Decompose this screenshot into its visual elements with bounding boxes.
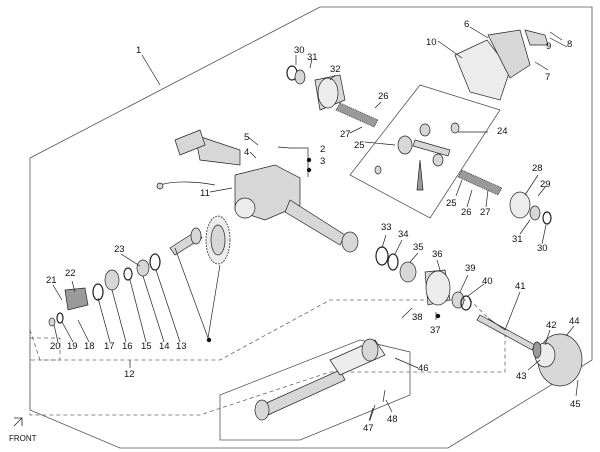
callout-labels: 1 2 3 4 5 6 7 8 9 10 11 12 13 14 15 16 1… <box>46 19 581 434</box>
callout-30b: 30 <box>537 243 548 254</box>
callout-30a: 30 <box>294 45 305 56</box>
callout-25b: 25 <box>446 198 457 209</box>
callout-2: 2 <box>320 144 325 155</box>
callout-33: 33 <box>381 222 392 233</box>
callout-16: 16 <box>122 341 133 352</box>
callout-20: 20 <box>50 341 61 352</box>
differential-case-right <box>457 169 552 225</box>
callout-47: 47 <box>363 423 374 434</box>
axle-housing <box>156 129 359 253</box>
propeller-shaft <box>254 338 386 421</box>
frame-main <box>29 6 593 449</box>
callout-43: 43 <box>516 371 527 382</box>
marker-dots <box>206 157 441 343</box>
callout-34: 34 <box>398 229 409 240</box>
callout-29: 29 <box>540 179 551 190</box>
callout-36: 36 <box>432 249 443 260</box>
frame-differential-subassembly <box>349 84 501 219</box>
callout-31a: 31 <box>307 52 318 63</box>
callout-12: 12 <box>124 369 135 380</box>
callout-11: 11 <box>200 188 210 199</box>
callout-48: 48 <box>387 414 398 425</box>
callout-24: 24 <box>497 126 508 137</box>
callout-23: 23 <box>114 244 125 255</box>
callout-26a: 26 <box>378 91 389 102</box>
callout-42: 42 <box>546 320 557 331</box>
callout-1: 1 <box>136 45 141 56</box>
callout-9: 9 <box>546 41 551 52</box>
callout-19: 19 <box>67 341 78 352</box>
callout-7: 7 <box>545 72 550 83</box>
front-label: FRONT <box>9 434 37 443</box>
callout-38: 38 <box>412 312 423 323</box>
leader-lines <box>52 26 579 422</box>
callout-22: 22 <box>65 268 76 279</box>
callout-18: 18 <box>84 341 95 352</box>
differential-gears <box>374 122 460 191</box>
callout-31b: 31 <box>512 234 523 245</box>
differential-cover <box>454 29 549 101</box>
ring-gear <box>205 215 231 265</box>
callout-3: 3 <box>320 156 325 167</box>
callout-32: 32 <box>330 64 341 75</box>
callout-14: 14 <box>159 341 170 352</box>
pinion-bearing-parts <box>48 253 161 327</box>
callout-8: 8 <box>567 39 572 50</box>
callout-4: 4 <box>244 147 249 158</box>
callout-6: 6 <box>464 19 469 30</box>
front-arrow-icon <box>13 417 23 427</box>
callout-17: 17 <box>104 341 115 352</box>
differential-case-upper <box>286 65 379 128</box>
callout-41: 41 <box>515 281 526 292</box>
callout-21: 21 <box>46 275 57 286</box>
callout-39: 39 <box>465 263 476 274</box>
callout-46: 46 <box>418 363 429 374</box>
callout-45: 45 <box>570 399 581 410</box>
callout-44: 44 <box>569 316 580 327</box>
callout-13: 13 <box>176 341 187 352</box>
callout-35: 35 <box>413 242 424 253</box>
hub-assembly <box>375 246 472 311</box>
frame-propshaft <box>219 339 411 441</box>
callout-26b: 26 <box>461 207 472 218</box>
callout-37: 37 <box>430 325 441 336</box>
callout-15: 15 <box>141 341 152 352</box>
pinion-shaft <box>169 227 203 256</box>
brake-drum <box>532 333 583 387</box>
callout-28: 28 <box>532 163 543 174</box>
half-shaft <box>476 314 536 351</box>
front-indicator: FRONT <box>9 417 37 443</box>
frame-bearing-group-dashed <box>29 299 506 416</box>
callout-27b: 27 <box>480 207 491 218</box>
callout-5: 5 <box>244 132 249 143</box>
callout-25a: 25 <box>354 140 365 151</box>
callout-10: 10 <box>426 37 437 48</box>
callout-40: 40 <box>482 276 493 287</box>
callout-27a: 27 <box>340 129 351 140</box>
